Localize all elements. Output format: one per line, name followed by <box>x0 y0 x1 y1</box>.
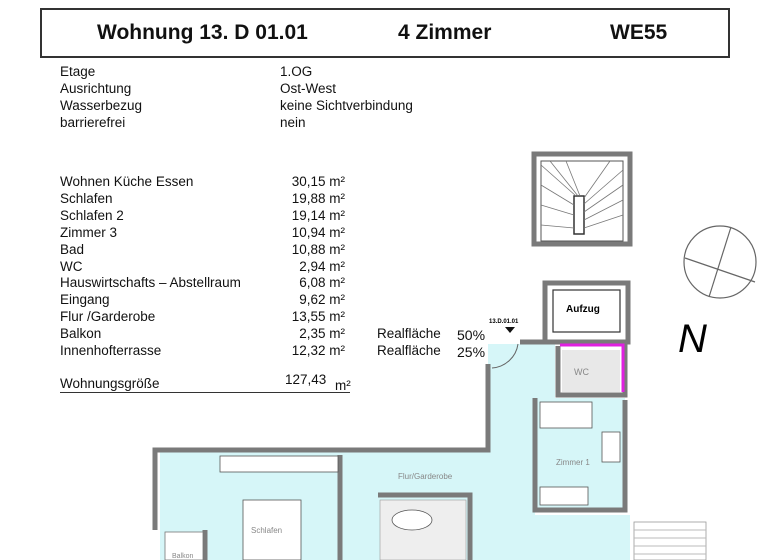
entry-door <box>491 343 519 369</box>
total-label: Wohnungsgröße <box>60 376 350 393</box>
room-count: 4 Zimmer <box>398 21 492 44</box>
staircase <box>531 151 633 247</box>
flur-label: Flur/Garderobe <box>398 472 453 481</box>
highlight-wall <box>560 343 625 392</box>
area-note: Realfläche <box>377 343 441 358</box>
apartment-title: Wohnung 13. D 01.01 <box>97 21 308 44</box>
info-value: keine Sichtverbindung <box>280 98 413 113</box>
north-label: N <box>678 317 707 361</box>
double-bed <box>242 499 302 560</box>
area-label: Hauswirtschafts – Abstellraum <box>60 275 241 291</box>
info-label: Wasserbezug <box>60 98 143 113</box>
area-value: 6,08 m² <box>299 275 345 291</box>
schlafen-label: Schlafen <box>251 526 282 535</box>
area-label: Bad <box>60 241 85 257</box>
area-value: 10,88 m² <box>291 241 345 257</box>
info-value: nein <box>280 115 306 130</box>
area-label: Eingang <box>60 292 110 308</box>
terrace <box>633 521 707 560</box>
area-percent: 50% <box>457 327 486 344</box>
area-label: Zimmer 3 <box>60 224 117 240</box>
desk <box>601 431 621 463</box>
area-value: 12,32 m² <box>291 343 345 358</box>
area-value: 9,62 m² <box>299 292 345 308</box>
balkon-label: Balkon <box>172 553 194 560</box>
bed <box>539 401 593 429</box>
area-value: 2,94 m² <box>299 258 345 274</box>
compass-icon <box>683 225 757 299</box>
area-note: Realfläche <box>377 326 441 342</box>
unit-number: WE55 <box>610 21 668 44</box>
walls <box>152 280 631 560</box>
area-value: 2,35 m² <box>299 326 345 342</box>
zimmer1-label: Zimmer 1 <box>556 458 590 467</box>
area-label: Wohnen Küche Essen <box>60 174 194 189</box>
area-label: Balkon <box>60 326 102 342</box>
elevator-car <box>552 289 621 333</box>
entrance-label: 13.D.01.01 <box>489 319 519 325</box>
area-label: Flur /Garderobe <box>60 309 156 325</box>
area-value: 19,88 m² <box>291 190 345 206</box>
wardrobe <box>539 486 589 506</box>
info-value: 1.OG <box>280 64 313 79</box>
area-label: Schlafen <box>60 190 113 206</box>
info-label: Ausrichtung <box>60 81 132 96</box>
entrance-arrow-icon <box>505 327 515 333</box>
area-value: 30,15 m² <box>291 174 345 189</box>
area-label: Schlafen 2 <box>60 207 124 223</box>
wc-room <box>562 350 620 392</box>
bathroom <box>379 499 467 560</box>
area-value: 19,14 m² <box>291 207 345 223</box>
balcony <box>164 531 204 560</box>
area-label: WC <box>60 258 83 274</box>
bedroom-closet <box>219 455 339 473</box>
area-value: 13,55 m² <box>291 309 345 325</box>
wc-label: WC <box>574 367 589 377</box>
info-label: barrierefrei <box>60 115 126 130</box>
area-label: Innenhofterrasse <box>60 343 162 358</box>
total-unit: m² <box>335 378 351 393</box>
area-percent: 25% <box>457 344 486 360</box>
total-value: 127,43 <box>285 372 327 387</box>
elevator-label: Aufzug <box>566 304 600 315</box>
area-value: 10,94 m² <box>291 224 345 240</box>
info-value: Ost-West <box>280 81 337 96</box>
bathtub <box>391 509 433 531</box>
info-label: Etage <box>60 64 96 79</box>
apartment-header: Wohnung 13. D 01.01 4 Zimmer WE55 <box>40 8 730 58</box>
